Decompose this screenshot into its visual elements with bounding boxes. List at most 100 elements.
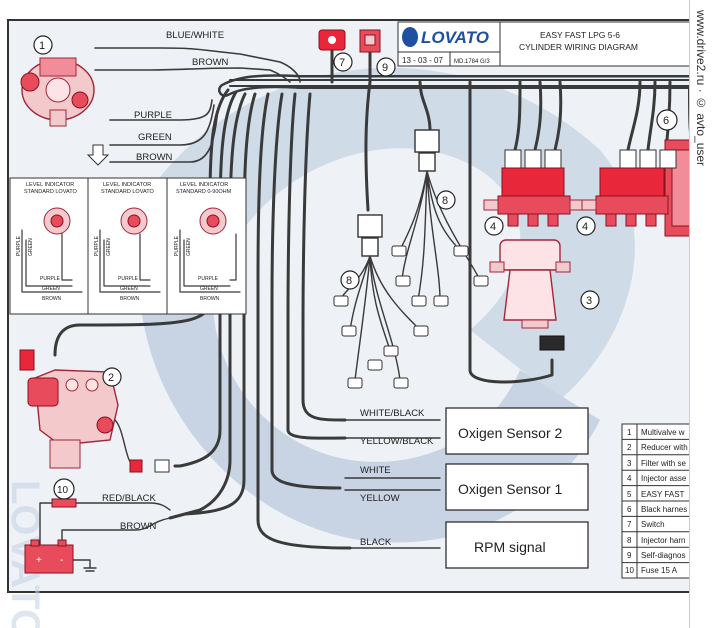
callout-4a: 4	[484, 216, 504, 236]
svg-text:Multivalve w: Multivalve w	[641, 428, 685, 437]
legend-row: 10 Fuse 15 A	[622, 562, 698, 575]
legend-row: 1 Multivalve w	[622, 423, 698, 437]
svg-text:Self-diagnos: Self-diagnos	[641, 551, 685, 560]
wire-label-brown-top: BROWN	[192, 57, 229, 68]
wire-label-yellow: YELLOW	[360, 493, 400, 504]
svg-text:Reducer with: Reducer with	[641, 443, 688, 452]
svg-text:8: 8	[442, 195, 448, 207]
svg-text:6: 6	[663, 115, 669, 127]
svg-text:Filter with se: Filter with se	[641, 459, 686, 468]
svg-text:GREEN: GREEN	[28, 238, 34, 256]
svg-text:GREEN: GREEN	[200, 286, 218, 292]
battery: + -	[24, 517, 171, 574]
title-block: LOVATO 13 - 03 - 07 MD.1784 G/3 EASY FAS…	[397, 21, 699, 67]
diagnostic-connector	[359, 29, 381, 53]
svg-text:PURPLE: PURPLE	[198, 276, 219, 282]
injector-harness-b	[391, 129, 489, 307]
svg-text:STANDARD 0-90OHM: STANDARD 0-90OHM	[176, 189, 232, 195]
callout-8a: 8	[340, 270, 360, 290]
wire-label-red-black: RED/BLACK	[102, 493, 157, 504]
svg-text:LEVEL INDICATOR: LEVEL INDICATOR	[26, 182, 74, 188]
injector-rail-2	[581, 149, 677, 227]
rpm-signal-label: RPM signal	[474, 539, 546, 555]
level-indicator-panel	[9, 177, 247, 315]
svg-text:GREEN: GREEN	[106, 238, 112, 256]
brand-text: LOVATO	[421, 28, 489, 47]
wire-label-white-black: WHITE/BLACK	[360, 408, 425, 419]
oxygen-sensor-2-label: Oxigen Sensor 2	[458, 425, 562, 441]
callout-7: 7	[333, 52, 353, 72]
callout-2: 2	[102, 367, 122, 387]
svg-text:BROWN: BROWN	[42, 296, 62, 302]
lovato-logo: LOVATO	[402, 27, 489, 47]
multivalve-wires: BLUE/WHITE BROWN PURPLE GREEN BROWN	[94, 30, 301, 163]
injector-rail-1	[483, 149, 585, 227]
legend-row: 3 Filter with se	[622, 454, 698, 468]
legend-row: 8 Injector harn	[622, 531, 698, 545]
svg-text:STANDARD LOVATO: STANDARD LOVATO	[101, 189, 154, 195]
svg-text:4: 4	[582, 221, 588, 233]
svg-text:EASY FAST: EASY FAST	[641, 490, 685, 499]
wire-label-brown-bottom: BROWN	[120, 521, 157, 532]
side-watermark-strip: www.drive2.ru · © avto_user	[689, 0, 720, 628]
svg-text:GREEN: GREEN	[42, 286, 60, 292]
callout-4b: 4	[576, 216, 596, 236]
callout-9: 9	[376, 57, 396, 77]
side-watermark-text: www.drive2.ru · © avto_user	[694, 10, 708, 167]
reducer	[19, 349, 170, 473]
svg-text:Fuse 15 A: Fuse 15 A	[641, 566, 678, 575]
callout-1: 1	[33, 35, 53, 55]
oxygen-sensor-1-box: Oxigen Sensor 1	[445, 463, 589, 511]
oxygen-sensor-1-label: Oxigen Sensor 1	[458, 481, 562, 497]
wire-label-yellow-black: YELLOW/BLACK	[360, 436, 434, 447]
svg-text:LEVEL INDICATOR: LEVEL INDICATOR	[180, 182, 228, 188]
title-date: 13 - 03 - 07	[402, 56, 443, 65]
svg-text:10: 10	[57, 485, 69, 496]
svg-text:+: +	[36, 555, 42, 566]
svg-text:7: 7	[627, 520, 632, 529]
oxygen-sensor-2-box: Oxigen Sensor 2	[445, 407, 589, 455]
svg-text:10: 10	[625, 566, 634, 575]
legend-table: 1 Multivalve w 2 Reducer with 3 Filter w…	[621, 423, 699, 579]
legend-row: 7 Switch	[622, 515, 698, 529]
svg-text:-: -	[60, 555, 63, 566]
svg-text:1: 1	[627, 428, 632, 437]
level-indicator-3: LEVEL INDICATOR STANDARD 0-90OHM PURPLE …	[174, 182, 241, 302]
svg-text:BROWN: BROWN	[200, 296, 220, 302]
svg-text:GREEN: GREEN	[120, 286, 138, 292]
wire-label-black: BLACK	[360, 537, 392, 548]
svg-text:9: 9	[382, 62, 388, 74]
svg-text:2: 2	[108, 372, 114, 384]
title-line2: CYLINDER WIRING DIAGRAM	[519, 42, 638, 52]
wire-label-white: WHITE	[360, 465, 391, 476]
svg-text:9: 9	[627, 551, 632, 560]
legend-row: 2 Reducer with	[622, 438, 698, 452]
svg-text:3: 3	[586, 295, 592, 307]
injector-harness-a	[333, 214, 429, 389]
svg-text:PURPLE: PURPLE	[118, 276, 139, 282]
svg-text:4: 4	[490, 221, 496, 233]
svg-text:PURPLE: PURPLE	[40, 276, 61, 282]
fuse	[39, 498, 171, 546]
legend-row: 5 EASY FAST	[622, 485, 698, 499]
svg-text:5: 5	[627, 490, 632, 499]
svg-text:Switch: Switch	[641, 520, 665, 529]
svg-text:7: 7	[339, 57, 345, 69]
callout-3: 3	[580, 290, 600, 310]
level-indicator-2: LEVEL INDICATOR STANDARD LOVATO PURPLE G…	[94, 182, 161, 302]
svg-text:Black harnes: Black harnes	[641, 505, 687, 514]
svg-text:Injector harn: Injector harn	[641, 536, 685, 545]
callout-6: 6	[656, 109, 678, 131]
legend-row: 9 Self-diagnos	[622, 546, 698, 560]
wire-label-green: GREEN	[138, 132, 172, 143]
title-doc-code: MD.1784 G/3	[454, 59, 490, 65]
legend-row: 4 Injector asse	[622, 469, 698, 483]
wire-label-brown-mid: BROWN	[136, 152, 173, 163]
filter	[489, 239, 571, 351]
svg-text:LEVEL INDICATOR: LEVEL INDICATOR	[103, 182, 151, 188]
switch	[318, 29, 346, 51]
svg-text:6: 6	[627, 505, 632, 514]
svg-text:PURPLE: PURPLE	[94, 235, 100, 256]
svg-text:3: 3	[627, 459, 632, 468]
